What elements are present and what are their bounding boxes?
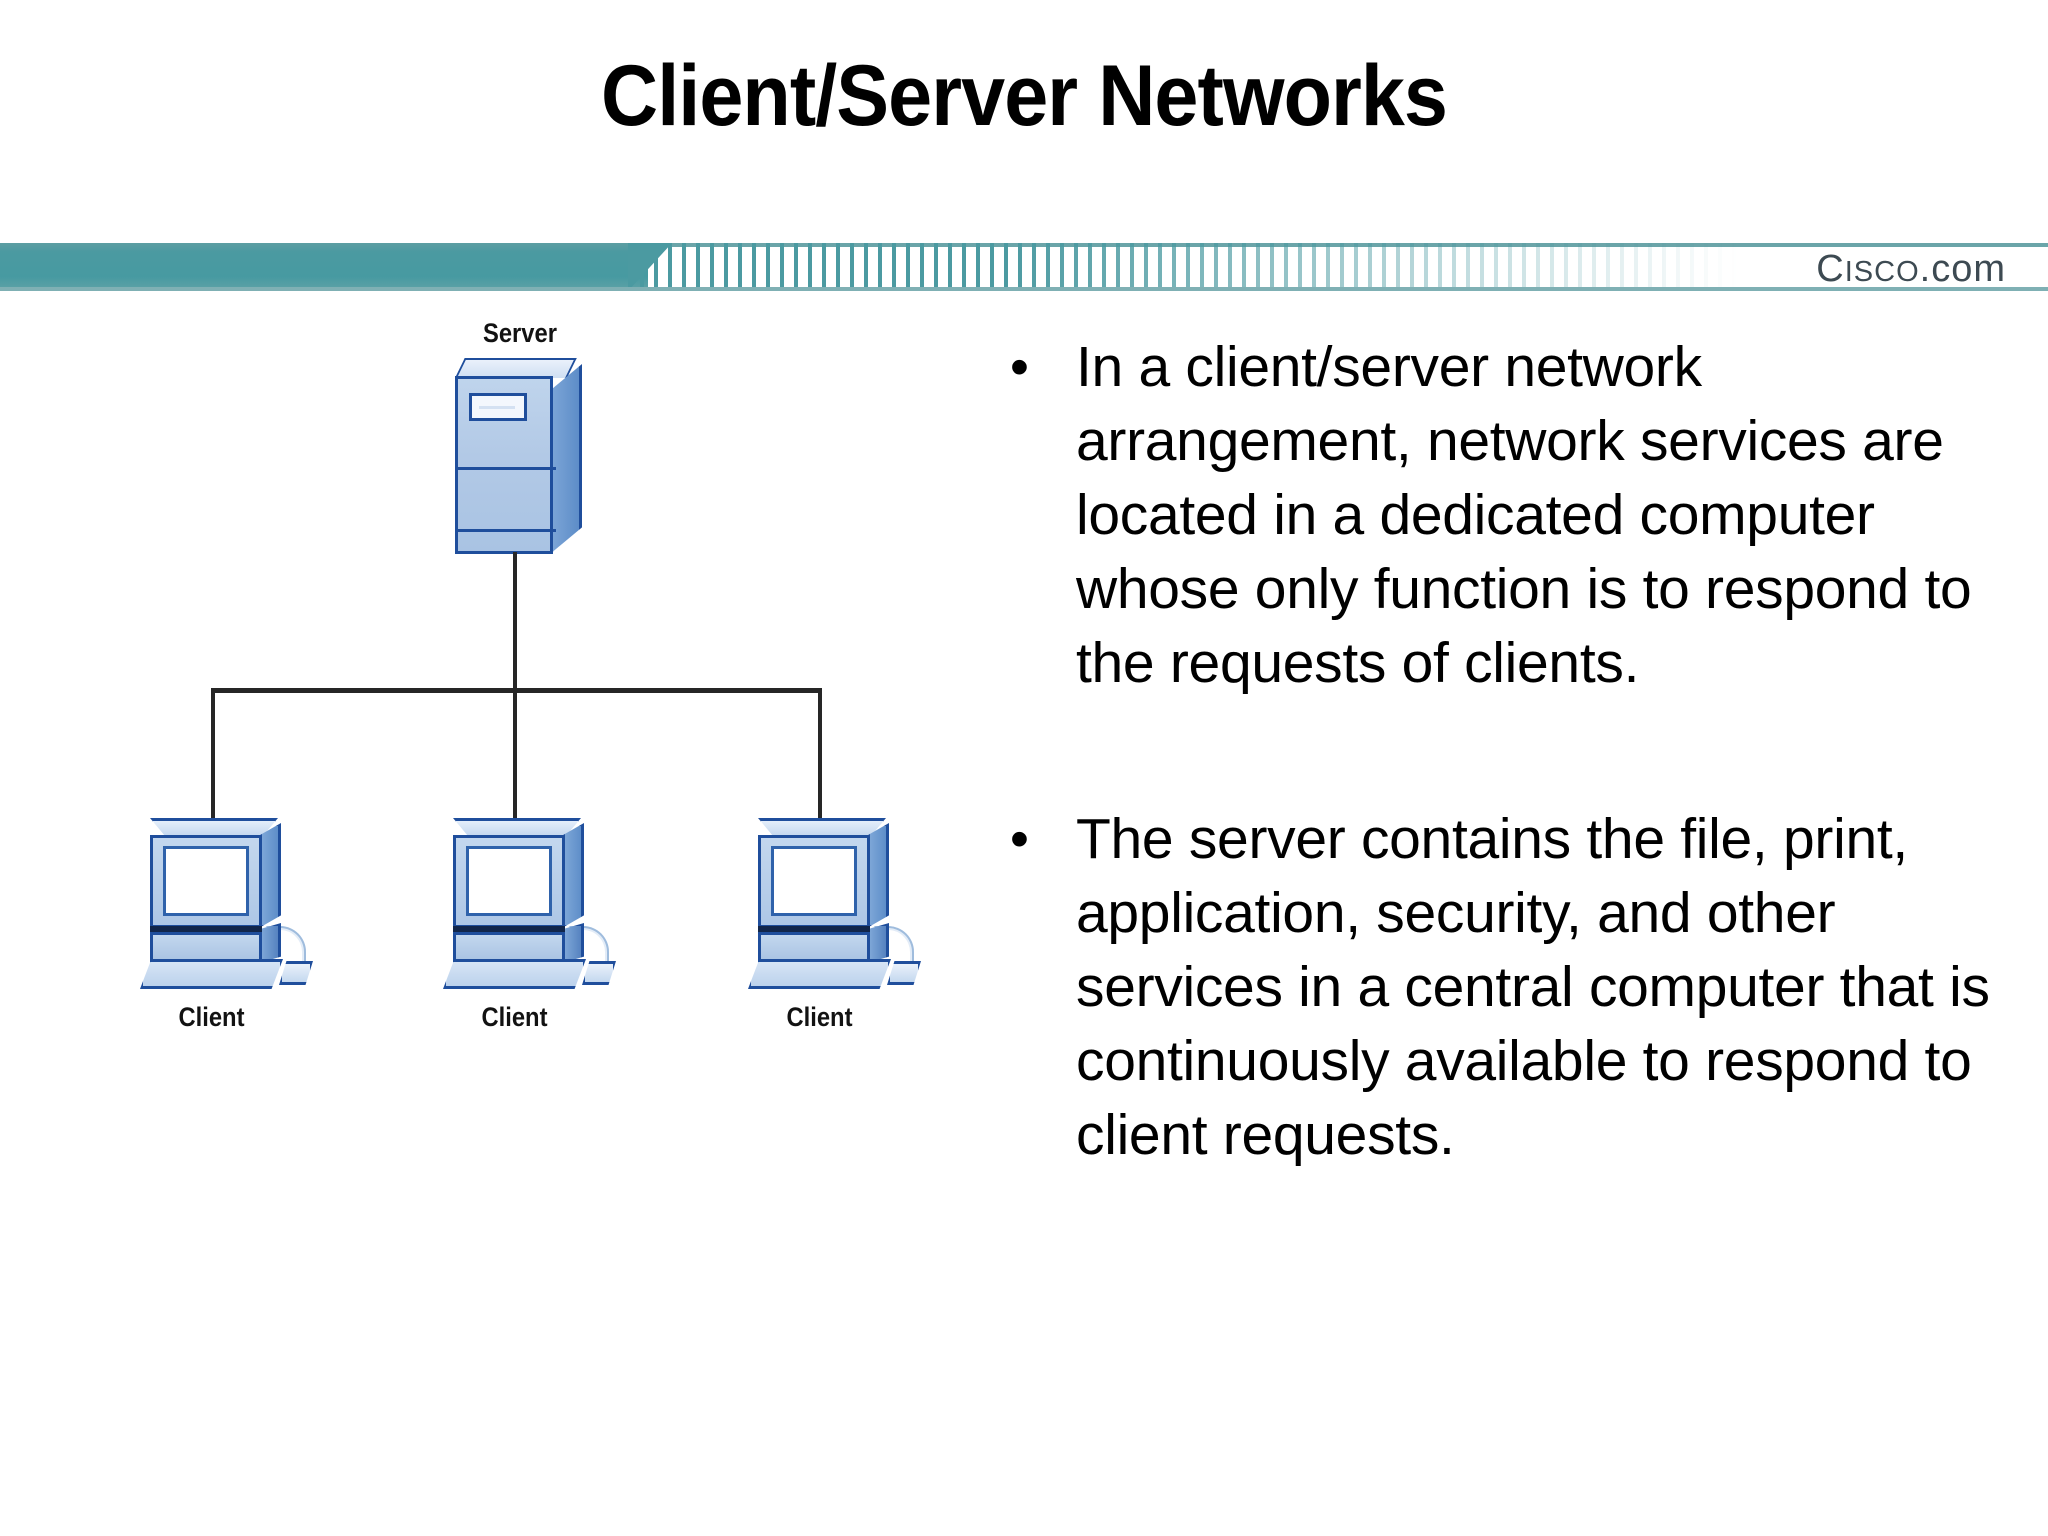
server-label: Server xyxy=(482,318,557,348)
wire-drop-client-2 xyxy=(513,688,517,822)
mouse-cable-outline xyxy=(569,926,609,968)
server-top-face xyxy=(455,358,577,378)
banner-bottom-rule xyxy=(0,287,2048,291)
bullet-marker-icon: • xyxy=(1010,809,1029,869)
base-side-panel xyxy=(562,923,584,963)
base-side-panel xyxy=(259,923,281,963)
cisco-com-logo: CISCO.com xyxy=(1816,248,2006,293)
page-title: Client/Server Networks xyxy=(600,48,1448,144)
monitor-screen xyxy=(466,846,552,916)
mouse-cable-outline xyxy=(266,926,306,968)
monitor-side-panel xyxy=(259,823,281,928)
monitor-bezel-bar xyxy=(150,926,262,933)
bullet-text-1: In a client/server network arrangement, … xyxy=(1076,335,1972,695)
client-workstation-icon xyxy=(140,818,315,998)
monitor-screen xyxy=(163,846,249,916)
monitor-bezel-bar xyxy=(758,926,870,933)
wire-drop-client-3 xyxy=(818,688,822,822)
server-tower-icon xyxy=(455,356,585,556)
monitor-side-panel xyxy=(562,823,584,928)
banner-solid-block xyxy=(0,243,648,291)
monitor-side-panel xyxy=(867,823,889,928)
server-side-panel xyxy=(550,364,582,554)
cisco-logo-smallcaps: ISCO xyxy=(1844,256,1920,288)
client-label-1: Client xyxy=(178,1002,245,1032)
client-label-3: Client xyxy=(786,1002,853,1032)
keyboard-base xyxy=(140,959,283,989)
mouse-cable-outline xyxy=(874,926,914,968)
keyboard-base xyxy=(443,959,586,989)
keyboard-base xyxy=(748,959,891,989)
bullet-item-2: • The server contains the file, print, a… xyxy=(998,802,2008,1172)
base-side-panel xyxy=(867,923,889,963)
server-drive-slot-icon xyxy=(469,393,527,421)
wire-drop-client-1 xyxy=(211,688,215,822)
server-divider-line xyxy=(458,467,556,470)
server-front-face xyxy=(455,376,556,554)
server-divider-line xyxy=(458,529,556,532)
cisco-banner-bar xyxy=(0,243,2048,291)
cisco-logo-prefix: C xyxy=(1816,248,1845,290)
network-topology-diagram: Server Client xyxy=(0,300,980,1120)
monitor-screen xyxy=(771,846,857,916)
bullet-text-2: The server contains the file, print, app… xyxy=(1076,807,1990,1167)
wire-server-trunk xyxy=(513,552,517,692)
bullet-marker-icon: • xyxy=(1010,337,1029,397)
client-label-2: Client xyxy=(481,1002,548,1032)
client-workstation-icon xyxy=(443,818,618,998)
monitor-bezel-bar xyxy=(453,926,565,933)
bullet-list: • In a client/server network arrangement… xyxy=(998,330,2008,1172)
client-workstation-icon xyxy=(748,818,923,998)
cisco-logo-suffix: .com xyxy=(1919,248,2006,290)
banner-stripe-comb xyxy=(640,243,2048,291)
bullet-item-1: • In a client/server network arrangement… xyxy=(998,330,2008,700)
